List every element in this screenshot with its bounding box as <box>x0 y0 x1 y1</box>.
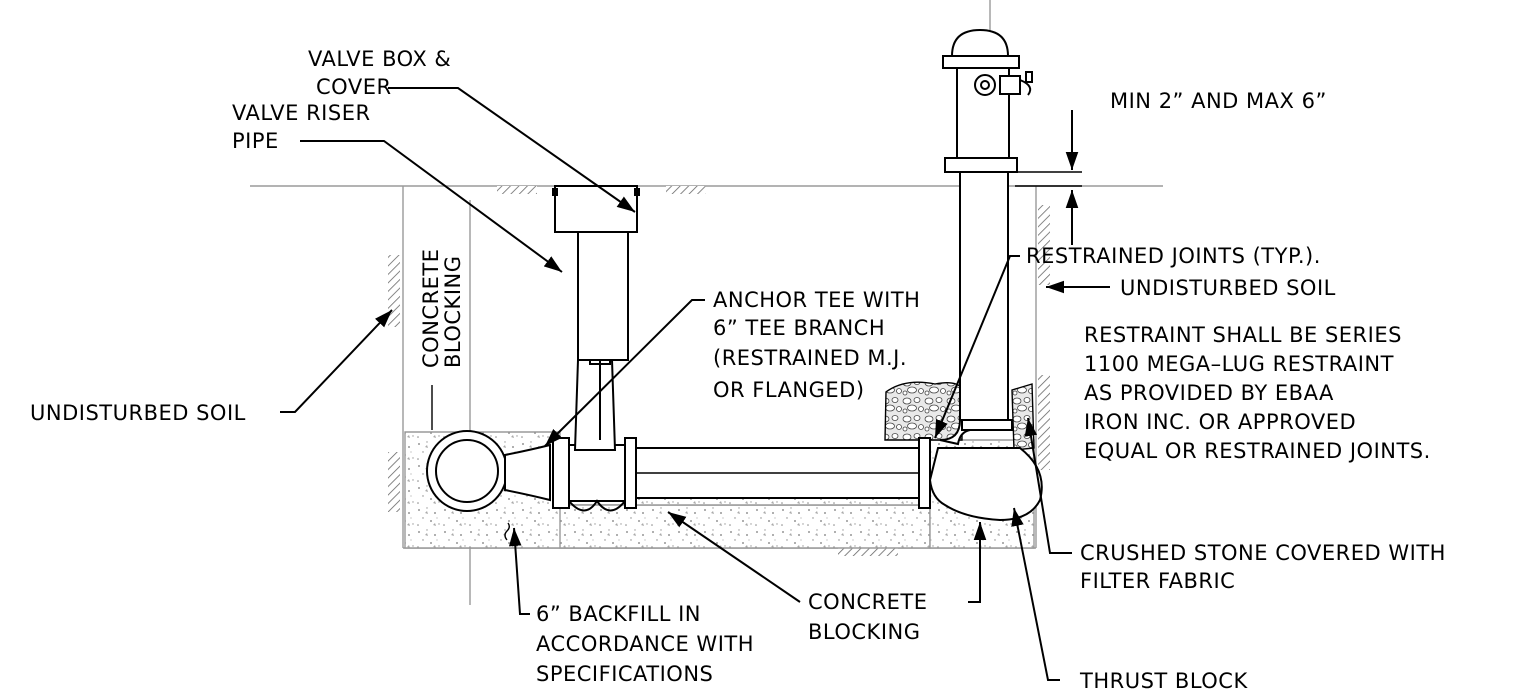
thrust-block <box>928 447 1043 522</box>
label-anchor-tee-4: OR FLANGED) <box>713 378 865 402</box>
undisturbed-soil-hatch <box>388 186 1050 556</box>
label-concrete-blocking-bottom-1: CONCRETE <box>808 590 928 614</box>
fire-hydrant <box>939 28 1033 446</box>
label-backfill-2: ACCORDANCE WITH <box>536 632 754 656</box>
valve-riser <box>552 185 640 361</box>
label-valve-riser-2: PIPE <box>232 129 279 153</box>
label-crushed-stone-1: CRUSHED STONE COVERED WITH <box>1080 541 1446 565</box>
label-anchor-tee-3: (RESTRAINED M.J. <box>713 346 907 370</box>
leaders <box>280 87 1110 681</box>
label-backfill-3: SPECIFICATIONS <box>536 662 713 686</box>
label-restrained-4: AS PROVIDED BY EBAA <box>1084 381 1334 405</box>
label-restrained-6: EQUAL OR RESTRAINED JOINTS. <box>1084 439 1431 463</box>
label-valve-box-2: COVER <box>316 75 392 99</box>
label-valve-box-1: VALVE BOX & <box>308 47 451 71</box>
anchor-tee <box>504 347 637 512</box>
label-undisturbed-left: UNDISTURBED SOIL <box>30 401 246 425</box>
label-valve-riser-1: VALVE RISER <box>232 101 371 125</box>
label-restrained-5: IRON INC. OR APPROVED <box>1084 410 1356 434</box>
label-restrained-1: RESTRAINED JOINTS (TYP.). <box>1026 244 1321 268</box>
label-backfill-1: 6” BACKFILL IN <box>536 602 701 626</box>
labels: VALVE BOX & COVER VALVE RISER PIPE MIN 2… <box>30 47 1446 693</box>
label-anchor-tee-1: ANCHOR TEE WITH <box>713 288 920 312</box>
label-thrust-block: THRUST BLOCK <box>1079 669 1248 693</box>
label-concrete-blocking-vertical-1: CONCRETE <box>419 248 443 368</box>
label-restrained-2b: RESTRAINT SHALL BE SERIES <box>1084 323 1402 347</box>
label-concrete-blocking-vertical-2: BLOCKING <box>441 256 465 369</box>
label-crushed-stone-2: FILTER FABRIC <box>1080 569 1235 593</box>
label-concrete-blocking-bottom-2: BLOCKING <box>808 620 921 644</box>
label-anchor-tee-2: 6” TEE BRANCH <box>713 316 885 340</box>
main-pipe-section <box>426 430 508 512</box>
label-undisturbed-right: UNDISTURBED SOIL <box>1120 276 1336 300</box>
label-min-max: MIN 2” AND MAX 6” <box>1110 89 1327 113</box>
horizontal-pipe <box>635 437 931 509</box>
label-restrained-3: 1100 MEGA–LUG RESTRAINT <box>1084 352 1394 376</box>
